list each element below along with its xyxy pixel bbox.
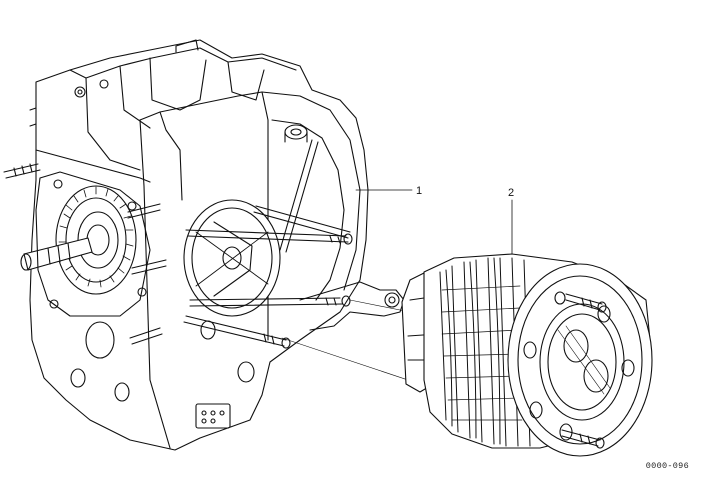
callout-label-2: 2: [508, 187, 514, 199]
cylinder: [401, 253, 653, 457]
crankcase: [3, 39, 405, 451]
figure-code: 0000-096: [645, 461, 689, 471]
callout-leaders: [355, 189, 513, 255]
callout-label-1: 1: [416, 185, 422, 197]
cylinder-studs: [183, 205, 353, 349]
